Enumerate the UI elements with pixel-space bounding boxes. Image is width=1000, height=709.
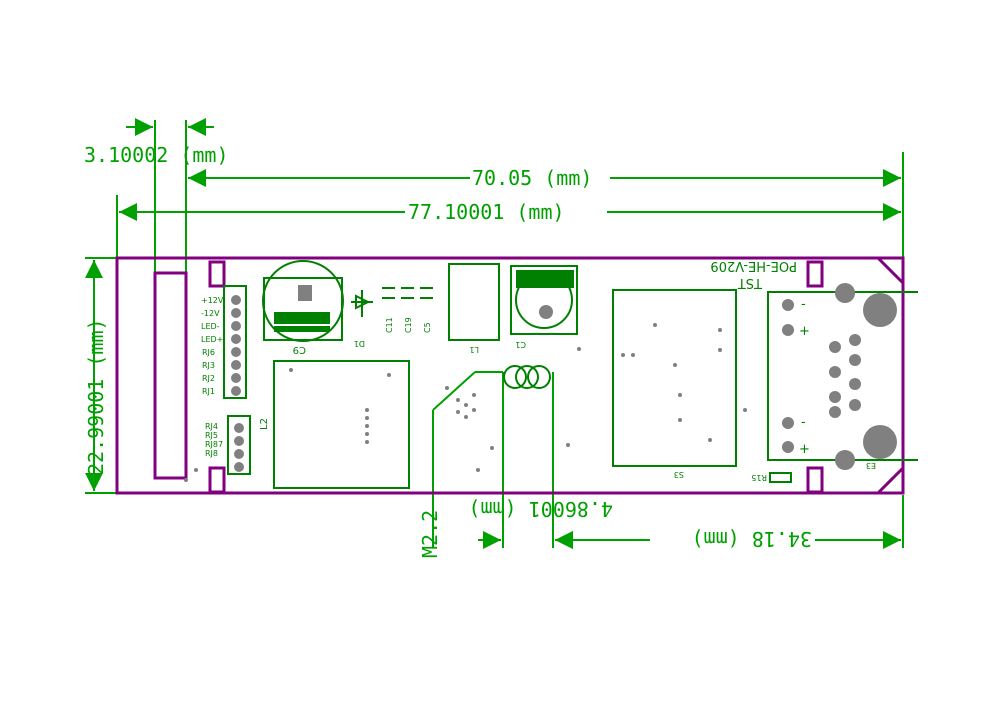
pin-label-rj8: RJ8 <box>205 449 218 458</box>
pin-label-rj87: RJ87 <box>205 440 223 449</box>
pin-label-minus12v: -12V <box>201 309 220 318</box>
ref-c19: C19 <box>404 317 413 333</box>
silkscreen-components <box>223 260 918 489</box>
dim-70-05-label: 70.05 (mm) <box>472 166 592 190</box>
ref-c5: C5 <box>423 322 432 333</box>
ref-c1: C1 <box>515 340 526 349</box>
pin-label-rj4: RJ4 <box>205 422 218 431</box>
polarity-minus-bottom: - <box>801 415 806 430</box>
pin-label-rj1: RJ1 <box>202 387 215 396</box>
ref-c9: C9 <box>293 344 306 355</box>
ref-e3: E3 <box>866 461 876 470</box>
rj45-pads <box>782 283 897 470</box>
c1-detail <box>516 270 574 319</box>
dim-34-18-label: 34.18 (mm) <box>692 527 812 551</box>
pin-label-rj6: RJ6 <box>202 348 215 357</box>
c9-detail <box>274 285 330 332</box>
tst-label: TST <box>738 275 763 290</box>
vias <box>184 323 747 482</box>
pin-label-rj3: RJ3 <box>202 361 215 370</box>
dim-77-10001-label: 77.10001 (mm) <box>408 200 565 224</box>
pin-label-plus12v: +12V <box>201 296 224 305</box>
dim-m2-2-label: M2.2 <box>418 510 442 558</box>
ref-c11: C11 <box>385 317 394 333</box>
dim-4-86001-label: 4.86001 (mm) <box>469 497 614 521</box>
ref-d1: D1 <box>354 339 365 348</box>
pin-label-led-plus: LED+ <box>201 335 223 344</box>
ref-l1: L1 <box>469 345 479 354</box>
dimension-lines <box>85 118 904 549</box>
dim-22-99001-label: 22.99001 (mm) <box>84 318 108 475</box>
dim-3-10002-label: 3.10002 (mm) <box>84 143 229 167</box>
polarity-minus-top: - <box>801 297 806 312</box>
ref-s3: S3 <box>674 470 684 479</box>
polarity-plus-bottom: + <box>799 442 810 457</box>
board-name-label: POE-HE-V209 <box>710 258 797 273</box>
header-pads <box>231 295 244 472</box>
polarity-plus-top: + <box>799 324 810 339</box>
board-outline <box>115 256 905 495</box>
ref-r15: R15 <box>751 473 767 482</box>
pin-label-rj2: RJ2 <box>202 374 215 383</box>
pin-label-led-minus: LED- <box>201 322 220 331</box>
pin-label-rj5: RJ5 <box>205 431 218 440</box>
ref-l2: L2 <box>259 418 270 430</box>
